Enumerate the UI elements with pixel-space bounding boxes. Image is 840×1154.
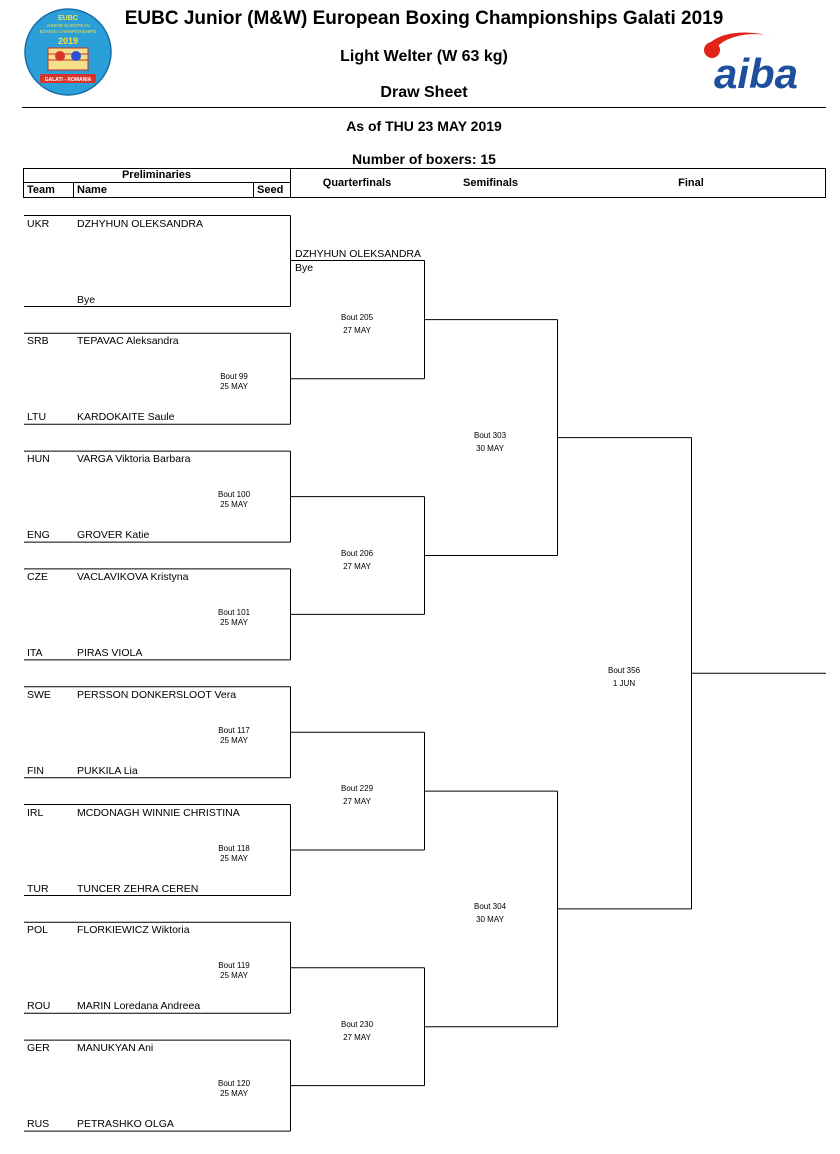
- qf-bout-number: Bout 230: [340, 1019, 374, 1029]
- qf-bout-date: 27 MAY: [343, 325, 371, 335]
- boxer-name: GROVER Katie: [77, 529, 150, 542]
- aiba-wordmark: aiba: [714, 50, 798, 96]
- bout-number: Bout 118: [218, 843, 250, 853]
- qf-bout-number: Bout 205: [340, 312, 374, 322]
- bout-date: 25 MAY: [220, 971, 248, 981]
- team-code: POL: [27, 924, 49, 937]
- team-code: IRL: [27, 806, 44, 819]
- boxer-name: TUNCER ZEHRA CEREN: [77, 882, 199, 895]
- boxer-name: KARDOKAITE Saule: [77, 411, 175, 424]
- bout-date: 25 MAY: [220, 382, 248, 392]
- logo-location-text: GALATI - ROMANIA: [45, 77, 92, 83]
- team-code: GER: [27, 1042, 50, 1055]
- logo-year-text: 2019: [58, 36, 78, 46]
- bout-number: Bout 99: [220, 372, 248, 382]
- logo-junior-text: JUNIOR EUROPEAN: [46, 23, 89, 28]
- qf-bout-number: Bout 229: [340, 784, 374, 794]
- qf-advanced-note: Bye: [295, 262, 314, 274]
- team-code: TUR: [27, 882, 49, 895]
- team-code: RUS: [27, 1118, 50, 1131]
- team-code: CZE: [27, 570, 48, 583]
- boxer-name: PIRAS VIOLA: [77, 646, 143, 659]
- boxer-name: MCDONAGH WINNIE CHRISTINA: [77, 806, 240, 819]
- boxer-name: VACLAVIKOVA Kristyna: [77, 570, 189, 583]
- boxer-name: FLORKIEWICZ Wiktoria: [77, 924, 190, 937]
- team-code: SRB: [27, 335, 49, 348]
- col-team: Team: [27, 184, 55, 196]
- bout-number: Bout 100: [217, 490, 251, 500]
- col-quarterfinals: Quarterfinals: [322, 177, 392, 189]
- team-code: HUN: [27, 453, 50, 466]
- number-of-boxers: Number of boxers: 15: [352, 151, 496, 167]
- eubc-logo: EUBC JUNIOR EUROPEAN BOXING CHAMPIONSHIP…: [24, 8, 112, 96]
- col-preliminaries: Preliminaries: [121, 169, 192, 181]
- col-seed: Seed: [257, 184, 284, 196]
- event-title: EUBC Junior (M&W) European Boxing Champi…: [124, 8, 724, 29]
- col-name: Name: [77, 184, 107, 196]
- boxer-name: DZHYHUN OLEKSANDRA: [77, 217, 204, 230]
- qf-bout-date: 27 MAY: [343, 1032, 371, 1042]
- boxer-name: MANUKYAN Ani: [77, 1042, 154, 1055]
- boxer-name: Bye: [77, 293, 96, 306]
- team-code: SWE: [27, 688, 51, 701]
- boxer-name: PUKKILA Lia: [77, 764, 138, 777]
- bout-date: 25 MAY: [220, 853, 248, 863]
- bout-date: 25 MAY: [220, 1089, 248, 1099]
- boxer-name: VARGA Viktoria Barbara: [77, 453, 191, 466]
- draw-sheet-title: Draw Sheet: [380, 84, 468, 101]
- team-code: ITA: [27, 646, 43, 659]
- team-code: ROU: [27, 1000, 51, 1013]
- boxer-name: TEPAVAC Aleksandra: [77, 335, 179, 348]
- team-code: UKR: [27, 217, 50, 230]
- boxer-name: PETRASHKO OLGA: [77, 1118, 174, 1131]
- sf-bout-date: 30 MAY: [476, 443, 504, 453]
- qf-advanced-name: DZHYHUN OLEKSANDRA: [295, 248, 422, 260]
- bout-date: 25 MAY: [220, 735, 248, 745]
- as-of-date: As of THU 23 MAY 2019: [346, 118, 502, 134]
- qf-bout-number: Bout 206: [340, 548, 374, 558]
- sf-bout-date: 30 MAY: [476, 914, 504, 924]
- bout-number: Bout 119: [218, 961, 250, 971]
- boxer-name: PERSSON DONKERSLOOT Vera: [77, 688, 237, 701]
- sf-bout-number: Bout 304: [473, 901, 507, 911]
- bout-number: Bout 101: [217, 607, 251, 617]
- team-code: ENG: [27, 529, 50, 542]
- bout-number: Bout 120: [217, 1079, 251, 1089]
- team-code: FIN: [27, 764, 44, 777]
- bout-number: Bout 117: [218, 725, 250, 735]
- final-bout-date: 1 JUN: [612, 679, 636, 689]
- header-rule: [22, 107, 826, 108]
- bout-date: 25 MAY: [220, 617, 248, 627]
- logo-championships-text: BOXING CHAMPIONSHIPS: [40, 29, 97, 34]
- qf-bout-date: 27 MAY: [343, 561, 371, 571]
- boxer-name: MARIN Loredana Andreea: [77, 1000, 201, 1013]
- col-final: Final: [678, 177, 704, 189]
- team-code: LTU: [27, 411, 47, 424]
- sf-bout-number: Bout 303: [473, 430, 507, 440]
- qf-bout-date: 27 MAY: [343, 797, 371, 807]
- final-bout-number: Bout 356: [607, 666, 641, 676]
- logo-eubc-text: EUBC: [58, 15, 78, 22]
- bout-date: 25 MAY: [220, 500, 248, 510]
- col-semifinals: Semifinals: [462, 177, 519, 189]
- weight-class-title: Light Welter (W 63 kg): [340, 48, 508, 65]
- aiba-logo: aiba: [704, 32, 798, 96]
